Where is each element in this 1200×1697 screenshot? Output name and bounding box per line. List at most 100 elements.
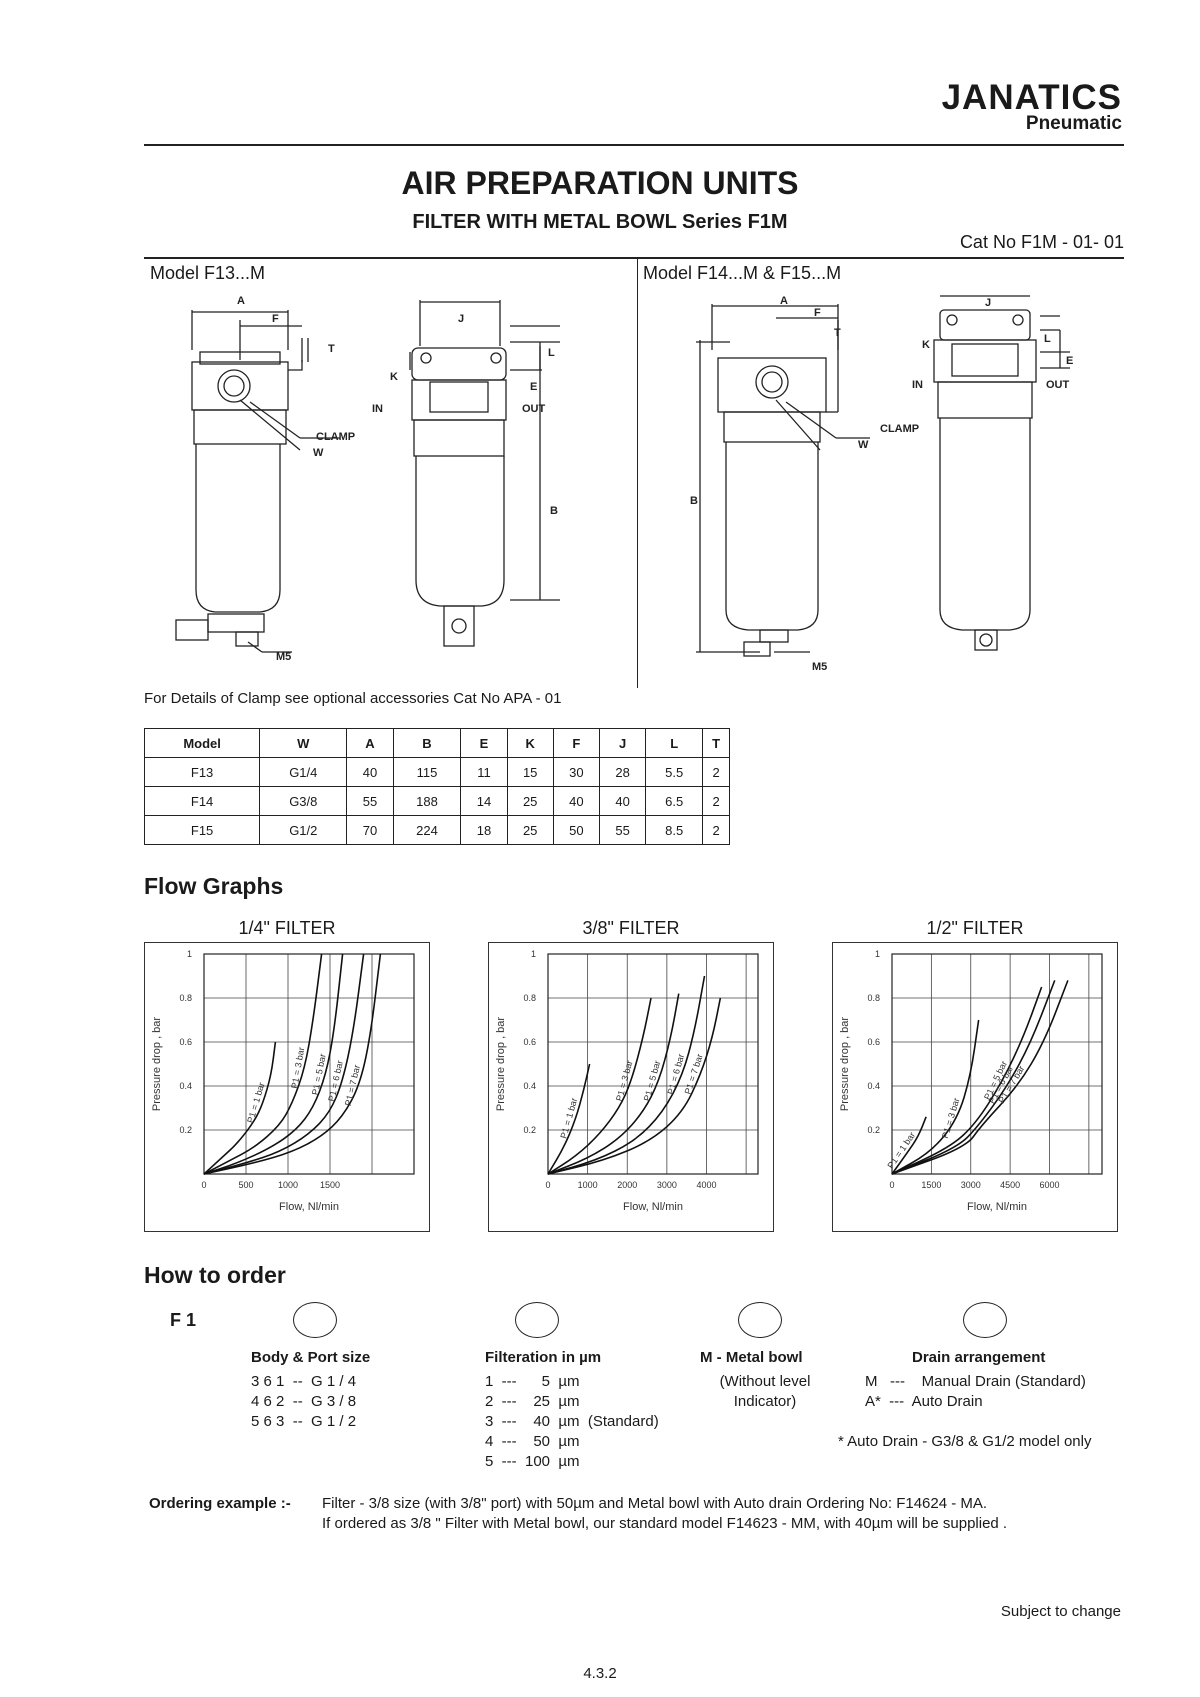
table-cell: 2 [702, 757, 730, 787]
x-tick-label: 0 [201, 1180, 206, 1190]
table-cell: 5.5 [645, 757, 704, 787]
order-prefix: F 1 [170, 1310, 197, 1330]
body-port-title: Body & Port size [251, 1349, 371, 1366]
list-item: Indicator) [733, 1393, 797, 1410]
chart-title-3: 1/2" FILTER [926, 918, 1024, 938]
ordering-example-label: Ordering example :- [149, 1495, 291, 1512]
dim-t-right: T [834, 327, 841, 339]
table-cell: F14 [143, 786, 261, 816]
series-label: P1 = 3 bar [940, 1097, 962, 1140]
x-axis-label: Flow, Nl/min [967, 1201, 1027, 1213]
col-header: F [552, 728, 601, 758]
series-label: P1 = 7 bar [343, 1064, 362, 1107]
y-tick-label: 0.8 [867, 993, 880, 1003]
label-clamp-left: CLAMP [316, 431, 355, 443]
y-tick-label: 0.8 [523, 993, 536, 1003]
y-tick-label: 0.2 [179, 1125, 192, 1135]
y-axis-label: Pressure drop , bar [151, 1017, 163, 1111]
table-cell: 28 [598, 757, 647, 787]
table-cell: 50 [552, 815, 601, 845]
dim-e-left: E [530, 381, 537, 393]
series-line [891, 1116, 927, 1175]
col-header: E [460, 728, 508, 758]
list-item: M --- Manual Drain (Standard) [865, 1373, 1086, 1390]
drain-title: Drain arrangement [912, 1349, 1046, 1366]
list-item: (Without level [719, 1373, 811, 1390]
list-item: 4 --- 50 µm [485, 1433, 580, 1450]
col-header: B [392, 728, 462, 758]
series-line [203, 953, 365, 1175]
series-line [547, 975, 706, 1175]
list-item: 4 6 2 -- G 3 / 8 [251, 1393, 357, 1410]
table-cell: 40 [552, 786, 601, 816]
section-rule [144, 257, 1124, 259]
series-line [891, 986, 1043, 1175]
bowl-options: (Without level Indicator) [700, 1372, 830, 1412]
brand-logo: JANATICS Pneumatic [941, 78, 1122, 134]
table-cell: 40 [346, 757, 394, 787]
dim-f-left: F [272, 313, 279, 325]
drawing-divider [637, 258, 638, 688]
order-slot-bowl [738, 1302, 782, 1338]
y-tick-label: 0.6 [867, 1037, 880, 1047]
dim-e-right: E [1066, 355, 1073, 367]
list-item: 1 --- 5 µm [485, 1373, 580, 1390]
table-cell: G3/8 [259, 786, 348, 816]
series-line [891, 980, 1056, 1175]
bowl-title: M - Metal bowl [700, 1349, 803, 1366]
y-axis-label: Pressure drop , bar [839, 1017, 851, 1111]
x-tick-label: 1500 [921, 1180, 941, 1190]
series-line [547, 993, 680, 1175]
ordering-example-text: Filter - 3/8 size (with 3/8" port) with … [322, 1494, 1007, 1534]
left-model-label: Model F13...M [150, 263, 266, 283]
series-line [891, 980, 1069, 1175]
chart-frame [144, 942, 430, 1232]
list-item: 2 --- 25 µm [485, 1393, 580, 1410]
table-cell: 2 [702, 815, 730, 845]
label-clamp-right: CLAMP [880, 423, 919, 435]
list-item: 5 --- 100 µm [485, 1453, 580, 1470]
col-header: J [598, 728, 647, 758]
x-tick-label: 500 [238, 1180, 253, 1190]
y-tick-label: 0.2 [867, 1125, 880, 1135]
table-cell: F15 [143, 815, 261, 845]
x-tick-label: 2000 [617, 1180, 637, 1190]
clamp-note: For Details of Clamp see optional access… [144, 690, 562, 707]
label-out-right: OUT [1046, 379, 1070, 391]
brand-tagline: Pneumatic [1025, 113, 1122, 134]
series-line [891, 1019, 980, 1175]
table-cell: 15 [506, 757, 554, 787]
table-cell: 2 [702, 786, 730, 816]
col-header: A [346, 728, 394, 758]
list-item: 3 6 1 -- G 1 / 4 [251, 1373, 357, 1390]
chart-title-1: 1/4" FILTER [238, 918, 336, 938]
table-cell: 18 [460, 815, 508, 845]
right-model-label: Model F14...M & F15...M [643, 263, 842, 283]
list-item: 5 6 3 -- G 1 / 2 [251, 1413, 357, 1430]
x-tick-label: 3000 [961, 1180, 981, 1190]
dim-k-right: K [922, 339, 930, 351]
table-cell: 6.5 [645, 786, 704, 816]
flow-graphs-heading: Flow Graphs [144, 873, 284, 899]
y-tick-label: 0.8 [179, 993, 192, 1003]
x-tick-label: 1000 [278, 1180, 298, 1190]
y-tick-label: 0.2 [523, 1125, 536, 1135]
y-tick-label: 1 [531, 949, 536, 959]
y-tick-label: 1 [187, 949, 192, 959]
body-port-options: 3 6 1 -- G 1 / 4 4 6 2 -- G 3 / 8 5 6 3 … [251, 1372, 356, 1432]
brand-name: JANATICS [941, 78, 1122, 117]
chart-title-2: 3/8" FILTER [582, 918, 680, 938]
table-cell: 40 [598, 786, 647, 816]
col-header: K [506, 728, 554, 758]
drain-options: M --- Manual Drain (Standard) A* --- Aut… [865, 1372, 1086, 1412]
y-tick-label: 0.4 [523, 1081, 536, 1091]
subject-to-change: Subject to change [1000, 1603, 1121, 1620]
table-cell: 30 [552, 757, 601, 787]
y-tick-label: 0.6 [523, 1037, 536, 1047]
x-tick-label: 4000 [696, 1180, 716, 1190]
chart-frame [832, 942, 1118, 1232]
series-line [547, 997, 722, 1175]
x-tick-label: 6000 [1039, 1180, 1059, 1190]
